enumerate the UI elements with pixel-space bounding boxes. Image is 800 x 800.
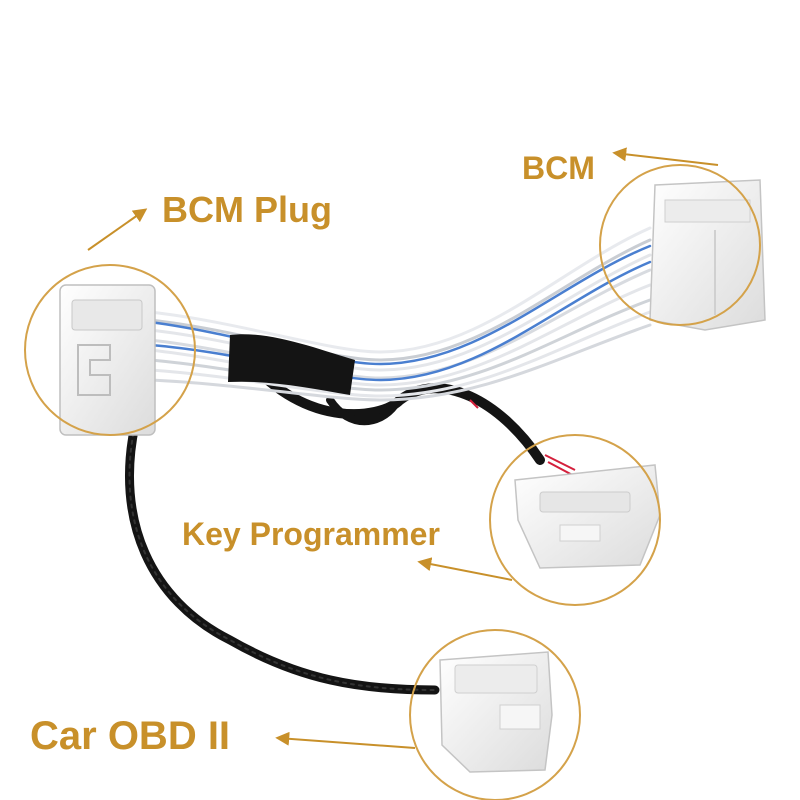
bcm-plug-connector (59, 284, 156, 436)
key-programmer-arrow-icon (417, 557, 513, 581)
bcm-label: BCM (522, 150, 595, 186)
key-programmer-connector (514, 464, 661, 569)
key-programmer-label: Key Programmer (182, 516, 440, 552)
car-obd-callout-circle (409, 629, 581, 800)
braided-sleeve (228, 334, 355, 395)
bcm-plug-label: BCM Plug (162, 189, 332, 230)
key-programmer-callout-circle (489, 434, 661, 606)
bcm-connector (649, 179, 766, 331)
car-obd-connector (439, 651, 553, 773)
car-obd-arrow-icon (275, 731, 416, 749)
bcm-callout-circle (599, 164, 761, 326)
bcm-plug-callout-circle (24, 264, 196, 436)
obd-cable (124, 420, 440, 695)
white-wire-bundle (148, 226, 652, 402)
bcm-plug-arrow-icon (87, 208, 148, 251)
bcm-arrow-icon (612, 147, 719, 166)
car-obd-label: Car OBD II (30, 714, 231, 758)
